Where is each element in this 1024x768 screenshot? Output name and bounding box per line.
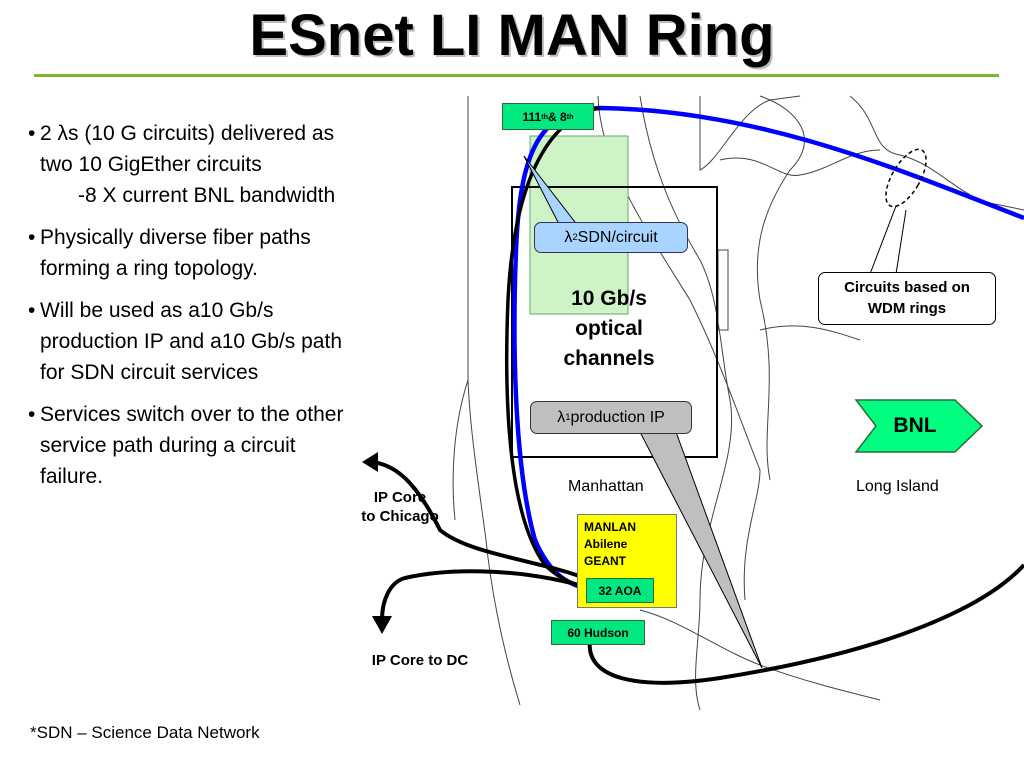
east-river-outline (639, 95, 733, 711)
site-111-number: 111 (522, 109, 542, 124)
optical-line: 10 Gb/s (571, 287, 647, 310)
lambda-symbol: λ (564, 228, 573, 246)
ip-core-chicago-label: IP Core to Chicago (342, 488, 458, 526)
chicago-line: to Chicago (361, 508, 439, 525)
slide-title: ESnet LI MAN Ring (249, 3, 775, 68)
bullet-text: Physically diverse fiber paths forming a… (40, 226, 311, 280)
bullet-text: 2 λs (10 G circuits) delivered as two 10… (40, 122, 335, 176)
chicago-link (371, 460, 591, 582)
wdm-pointer-right (895, 209, 907, 275)
harbor-outline (639, 609, 881, 701)
exchange-item: Abilene (584, 537, 628, 551)
lambda1-label: production IP (570, 408, 665, 426)
bullet-dot: • (28, 403, 36, 426)
bullet-item: • Will be used as a10 Gb/s production IP… (28, 295, 363, 388)
long-island-label: Long Island (856, 478, 939, 495)
bullet-item: • Physically diverse fiber paths forming… (28, 222, 363, 284)
bullet-dot: • (28, 122, 36, 145)
bullet-text: Services switch over to the other servic… (40, 403, 344, 488)
site-32-aoa: 32 AOA (586, 578, 654, 603)
dc-arrowhead (372, 616, 392, 634)
site-60-hudson: 60 Hudson (551, 620, 645, 645)
sdn-lambda-path (512, 105, 1024, 593)
bullet-item: • 2 λs (10 G circuits) delivered as two … (28, 118, 363, 211)
manhattan-label: Manhattan (568, 478, 644, 495)
production-ip-path-west (504, 106, 621, 594)
optical-channels-label: 10 Gb/s optical channels (514, 284, 704, 374)
lambda-symbol: λ (557, 408, 566, 426)
optical-line: optical (575, 317, 643, 340)
wdm-line: Circuits based on (844, 279, 970, 296)
lambda-subscript: 1 (565, 412, 571, 423)
footnote: *SDN – Science Data Network (30, 723, 260, 742)
lambda-subscript: 2 (572, 232, 578, 243)
bullet-list: • 2 λs (10 G circuits) delivered as two … (28, 118, 363, 503)
site-8-number: & 8 (548, 109, 567, 124)
lambda2-label: SDN/circuit (577, 228, 658, 246)
exchange-item: MANLAN (584, 520, 636, 534)
wdm-pointer-left (869, 205, 897, 275)
production-ip-path-east (587, 563, 1024, 685)
chicago-arrowhead (362, 452, 378, 472)
chicago-line: IP Core (373, 489, 427, 506)
bullet-item: • Services switch over to the other serv… (28, 399, 363, 492)
site-111-suffix: th (541, 112, 548, 121)
long-island-outline (759, 325, 861, 341)
wdm-ellipse (885, 148, 927, 208)
ip-core-dc-label: IP Core to DC (371, 652, 469, 669)
bnl-arrow (854, 399, 984, 453)
optical-channels-frame (511, 186, 718, 458)
exchange-item: GEANT (584, 554, 626, 568)
bullet-text: Will be used as a10 Gb/s production IP a… (40, 299, 342, 384)
bronx-outline (699, 95, 801, 171)
optical-line: channels (563, 347, 655, 370)
roosevelt-island (717, 249, 729, 331)
jersey-outline (452, 379, 469, 521)
site-8-suffix: th (566, 112, 574, 121)
wdm-line: WDM rings (867, 300, 947, 317)
bullet-subtext: -8 X current BNL bandwidth (78, 184, 336, 207)
queens-outline (756, 95, 805, 481)
manhattan-outline-left (467, 96, 521, 706)
dc-link (380, 569, 591, 621)
bnl-label: BNL (893, 414, 937, 437)
sound-outline (849, 95, 1024, 211)
bullet-dot: • (28, 299, 36, 322)
title-divider (34, 74, 999, 77)
bullet-dot: • (28, 226, 36, 249)
wdm-circuits-callout: Circuits based on WDM rings (818, 272, 996, 325)
